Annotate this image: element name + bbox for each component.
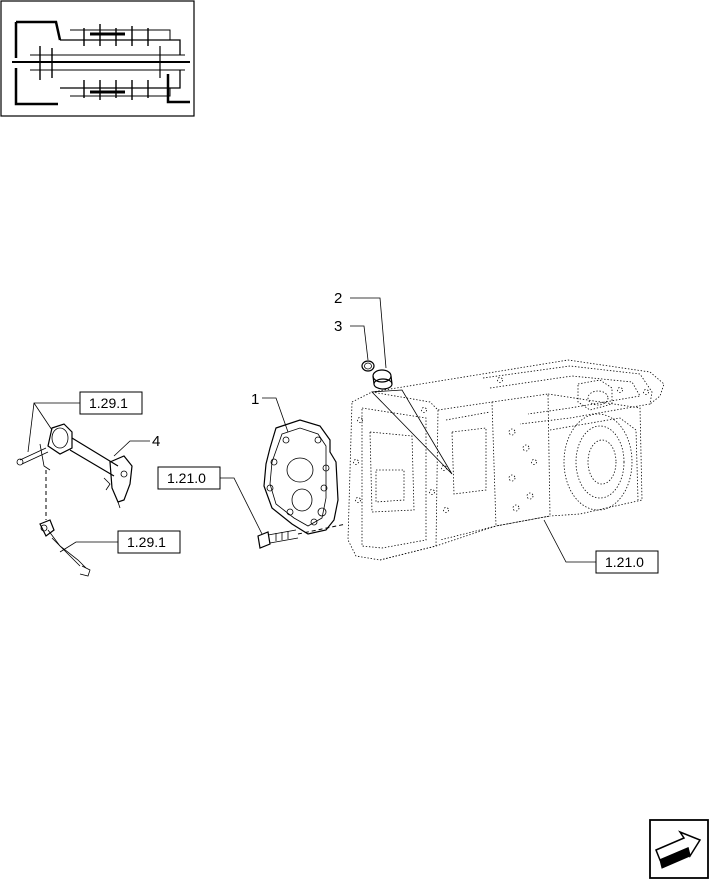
ref-box-lever-top[interactable]: 1.29.1 bbox=[79, 391, 143, 415]
linkage-rod-part[interactable] bbox=[39, 519, 91, 577]
callout-item-3: 3 bbox=[334, 318, 342, 335]
callout-item-1: 1 bbox=[251, 391, 259, 408]
spring-pin-part[interactable] bbox=[16, 443, 51, 471]
cover-plate-part[interactable] bbox=[263, 419, 339, 535]
ref-box-linkage[interactable]: 1.29.1 bbox=[117, 530, 181, 554]
ref-label-linkage: 1.29.1 bbox=[127, 534, 166, 550]
insertion-guide bbox=[371, 389, 453, 475]
transmission-thumbnail[interactable] bbox=[0, 0, 195, 117]
retaining-ring-part[interactable] bbox=[361, 360, 375, 372]
ref-box-housing[interactable]: 1.21.0 bbox=[595, 550, 659, 574]
shift-lever-part[interactable] bbox=[47, 423, 133, 509]
ref-label-lever-top: 1.29.1 bbox=[89, 395, 128, 411]
ref-label-housing: 1.21.0 bbox=[605, 554, 644, 570]
leader-lines bbox=[27, 297, 596, 563]
assembly-axis-line bbox=[297, 523, 347, 535]
callout-item-4: 4 bbox=[152, 433, 160, 450]
ref-label-plate: 1.21.0 bbox=[167, 470, 206, 486]
transmission-housing bbox=[347, 359, 665, 561]
bolt-part[interactable] bbox=[257, 529, 299, 549]
callout-item-2: 2 bbox=[334, 290, 342, 307]
next-page-arrow-icon[interactable] bbox=[649, 819, 709, 879]
ref-box-plate[interactable]: 1.21.0 bbox=[157, 466, 221, 490]
plug-part[interactable] bbox=[372, 369, 393, 390]
